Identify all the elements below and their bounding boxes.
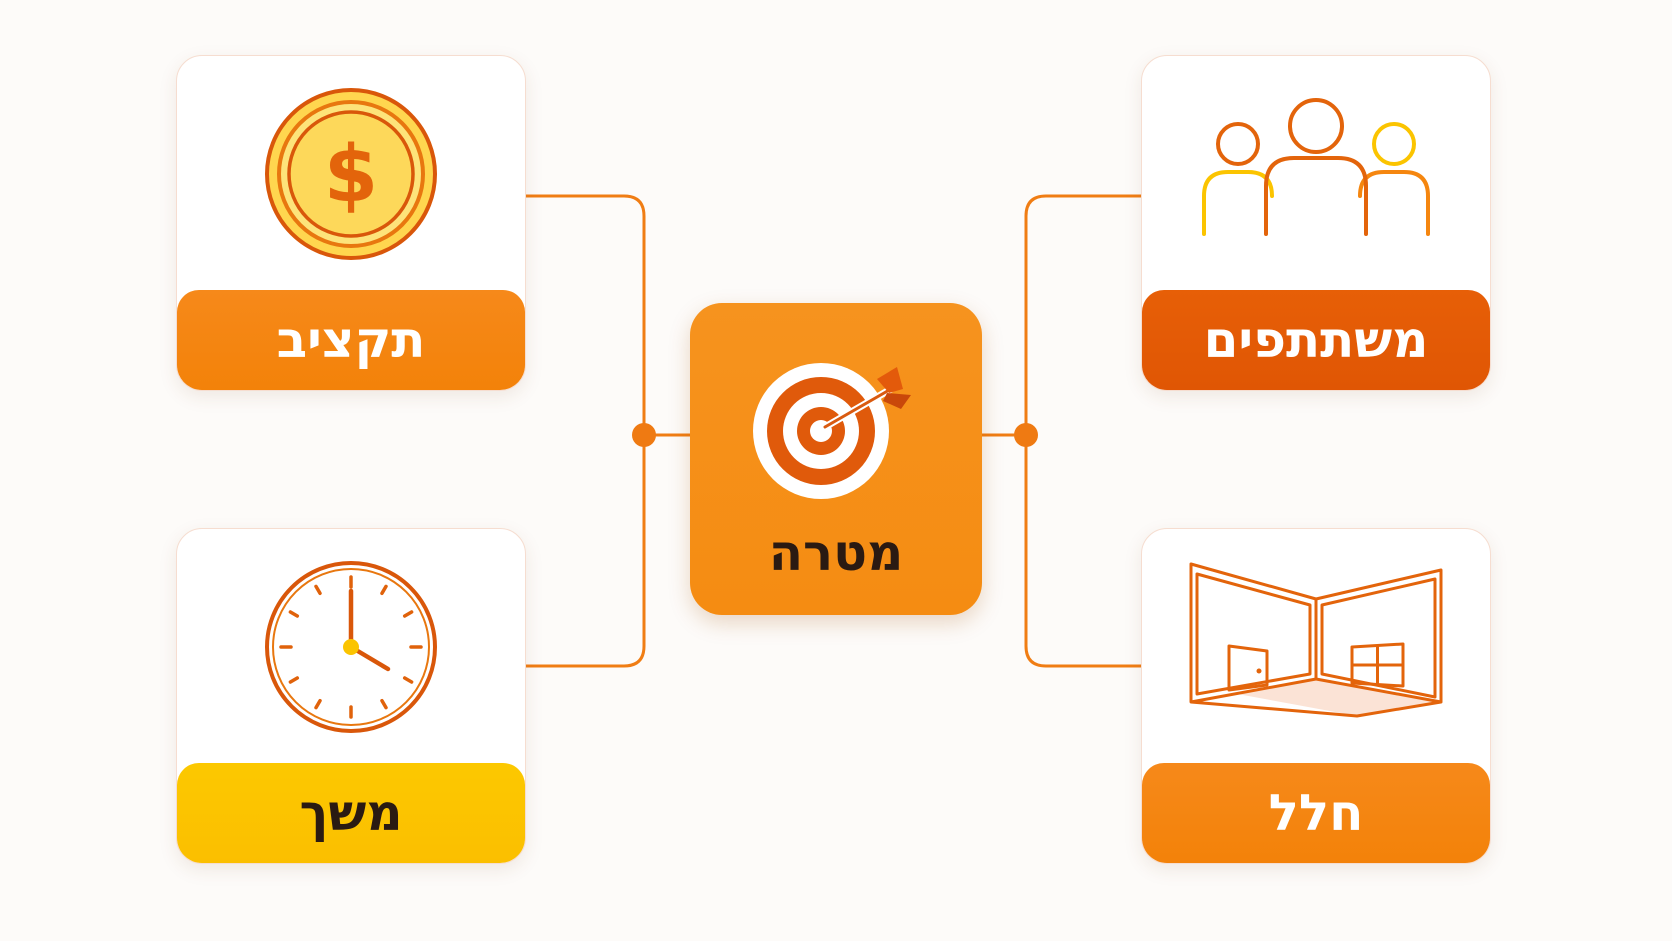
people-group-icon (1202, 98, 1430, 236)
goal-label: מטרה (768, 524, 904, 582)
goal-center-box: מטרה (690, 303, 982, 615)
duration-label: משך (177, 763, 525, 863)
participants-label: משתתפים (1142, 290, 1490, 390)
svg-text:$: $ (324, 130, 378, 220)
junction-dot-right (1014, 423, 1038, 447)
clock-icon (265, 561, 437, 733)
connector-space (1024, 416, 1141, 668)
connector-participants (1024, 194, 1141, 416)
target-with-arrow-icon (753, 363, 911, 499)
space-label: חלל (1142, 763, 1490, 863)
junction-dot-left (632, 423, 656, 447)
coin-dollar-icon: $ (265, 88, 437, 260)
budget-card: $ תקציב (176, 55, 526, 391)
budget-label: תקציב (177, 290, 525, 390)
participants-card: משתתפים (1141, 55, 1491, 391)
duration-card: משך (176, 528, 526, 864)
connector-duration (526, 416, 646, 668)
space-card: חלל (1141, 528, 1491, 864)
connector-budget (526, 194, 646, 416)
room-interior-icon (1189, 562, 1443, 718)
